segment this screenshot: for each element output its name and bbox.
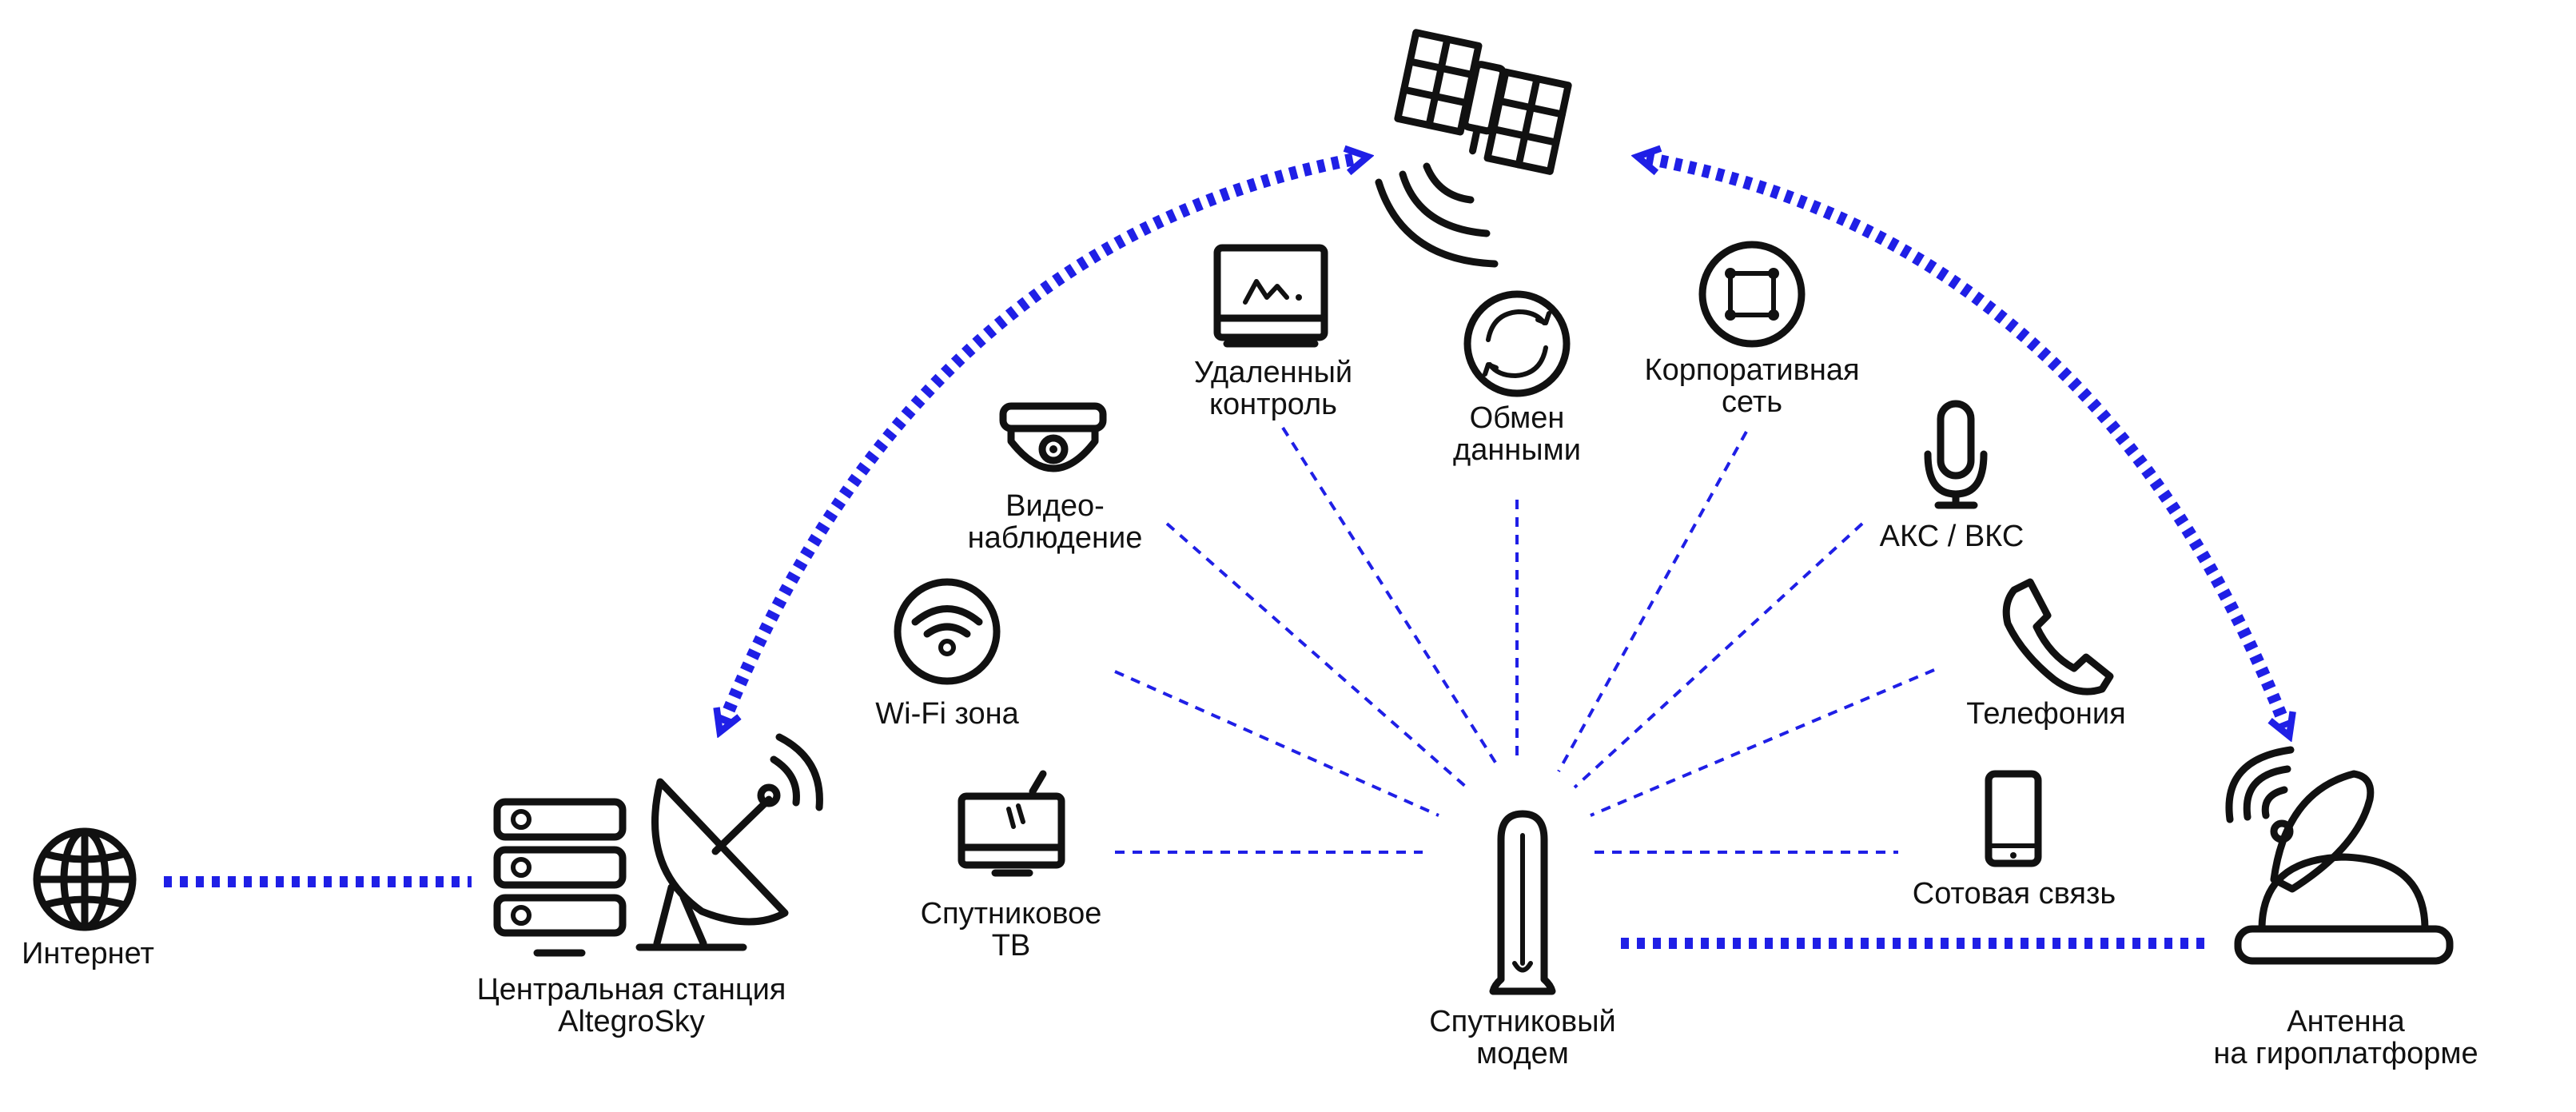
monitor-icon	[1213, 244, 1328, 348]
satellite-signal-wave-2	[1399, 170, 1491, 237]
globe-icon	[33, 827, 137, 931]
station-label-line1: Центральная станция	[477, 973, 786, 1006]
service-data-exchange: Обмен данными	[1453, 290, 1581, 467]
node-internet: Интернет	[22, 827, 154, 971]
server-dish-icon	[493, 733, 823, 957]
remote-label-line1: Удаленный	[1194, 356, 1352, 389]
antenna-label-line1: Антенна	[2287, 1005, 2405, 1038]
corp-label-line1: Корпоративная	[1644, 353, 1859, 387]
arc-station-satellite	[723, 158, 1359, 723]
satellite-signal-wave-3	[1375, 178, 1499, 268]
corp-label-line2: сеть	[1722, 385, 1782, 419]
service-telephony: Телефония	[1966, 578, 2126, 731]
exchange-label-line1: Обмен	[1470, 401, 1565, 435]
arc-satellite-antenna	[1646, 158, 2286, 727]
internet-label: Интернет	[22, 937, 154, 971]
network-icon	[1698, 241, 1806, 348]
satellite-icon	[1394, 29, 1572, 175]
camera-icon	[999, 402, 1107, 472]
tv-label-line1: Спутниковое	[921, 897, 1102, 931]
modem-label-line1: Спутниковый	[1429, 1005, 1616, 1038]
exchange-label-line2: данными	[1453, 433, 1581, 467]
node-gyro-antenna: Антенна на гироплатформе	[2213, 746, 2478, 1070]
service-video-surveillance: Видео- наблюдение	[968, 402, 1143, 555]
phone-icon	[2002, 578, 2114, 695]
link-video	[1165, 522, 1468, 789]
service-conference: АКС / ВКС	[1880, 400, 2025, 553]
station-label-line2: AltegroSky	[558, 1005, 705, 1038]
smartphone-icon	[1985, 770, 2042, 867]
tv-label-line2: ТВ	[992, 929, 1031, 963]
modem-label-line2: модем	[1476, 1037, 1569, 1070]
link-corp	[1557, 431, 1748, 772]
modem-icon	[1489, 810, 1556, 995]
remote-label-line2: контроль	[1209, 388, 1337, 421]
service-remote-control: Удаленный контроль	[1194, 244, 1352, 421]
phone-label: Телефония	[1966, 697, 2125, 731]
link-remote	[1281, 426, 1500, 769]
antenna-label-line2: на гироплатформе	[2213, 1037, 2478, 1070]
service-corporate-network: Корпоративная сеть	[1644, 241, 1860, 419]
video-label-line1: Видео-	[1005, 489, 1105, 523]
conf-label: АКС / ВКС	[1880, 520, 2025, 553]
node-satellite-modem: Спутниковый модем	[1429, 810, 1616, 1070]
node-satellite	[1375, 29, 1572, 268]
satellite-signal-wave-1	[1423, 162, 1475, 204]
wifi-label: Wi-Fi зона	[875, 697, 1019, 731]
gyro-antenna-icon	[2225, 746, 2454, 965]
service-wifi-zone: Wi-Fi зона	[875, 578, 1020, 731]
node-central-station: Центральная станция AltegroSky	[477, 733, 823, 1038]
microphone-icon	[1924, 400, 1988, 509]
service-mobile: Сотовая связь	[1913, 770, 2116, 911]
link-phone	[1590, 668, 1935, 817]
mobile-label: Сотовая связь	[1913, 877, 2116, 911]
service-satellite-tv: Спутниковое ТВ	[921, 770, 1102, 963]
sync-icon	[1463, 290, 1571, 397]
video-label-line2: наблюдение	[968, 521, 1143, 555]
links	[164, 158, 2286, 949]
tv-icon	[958, 770, 1065, 877]
link-wifi	[1114, 670, 1439, 817]
link-conf	[1573, 522, 1864, 789]
wifi-icon	[894, 578, 1001, 685]
